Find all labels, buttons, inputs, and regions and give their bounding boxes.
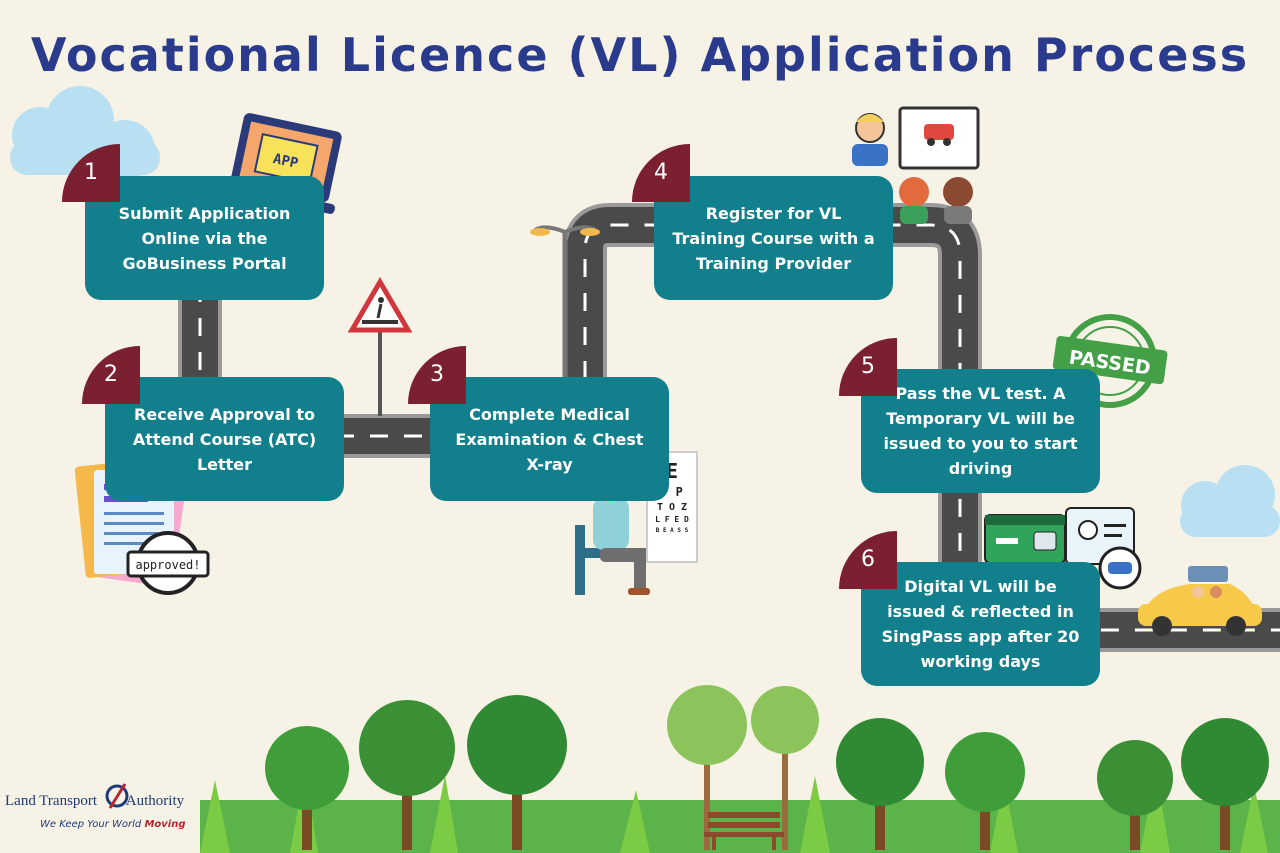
lta-logo-tagline: We Keep Your World Moving — [40, 819, 185, 830]
svg-text:APP: APP — [272, 151, 300, 172]
tree-icon — [836, 718, 924, 850]
step-5-text: Pass the VL test. A Temporary VL will be… — [883, 384, 1078, 478]
lta-tagline-text: We Keep Your World — [40, 819, 142, 830]
step-6-text: Digital VL will be issued & reflected in… — [881, 577, 1080, 671]
park-bench-icon — [704, 812, 784, 850]
step-4-box: Register for VL Training Course with a T… — [654, 176, 893, 300]
tree-icon — [667, 685, 747, 850]
svg-text:T O Z: T O Z — [657, 502, 687, 513]
classroom-instructor-icon — [852, 106, 980, 224]
step-1-box: Submit Application Online via the GoBusi… — [85, 176, 324, 300]
street-lamp-icon — [530, 225, 600, 380]
svg-text:B E A S S: B E A S S — [656, 527, 689, 534]
licence-cards-icon — [984, 507, 1142, 590]
cloud-icon — [1180, 465, 1280, 537]
step-2-text: Receive Approval to Attend Course (ATC) … — [132, 404, 317, 474]
pedestrian-crossing-sign-icon — [347, 277, 413, 416]
tree-icon — [1097, 740, 1173, 850]
tree-icon — [1181, 718, 1269, 850]
lta-logo-name: Land Transport Authority — [5, 793, 184, 810]
step-2-box: Receive Approval to Attend Course (ATC) … — [105, 377, 344, 501]
svg-text:L F E D: L F E D — [655, 515, 689, 524]
step-4-text: Register for VL Training Course with a T… — [672, 203, 875, 273]
lta-logo-name-left: Land Transport — [5, 793, 98, 809]
lta-logo-mark — [105, 783, 129, 809]
tree-icon — [751, 686, 819, 850]
lta-tagline-accent: Moving — [144, 819, 186, 830]
page-title: Vocational Licence (VL) Application Proc… — [30, 28, 1250, 82]
tree-icon — [265, 726, 349, 850]
step-5-box: Pass the VL test. A Temporary VL will be… — [861, 369, 1100, 493]
step-1-text: Submit Application Online via the GoBusi… — [118, 203, 291, 273]
tree-icon — [467, 695, 567, 850]
svg-text:approved!: approved! — [135, 558, 200, 572]
step-3-text: Complete Medical Examination & Chest X-r… — [455, 404, 644, 474]
tree-icon — [945, 732, 1025, 850]
tree-icon — [359, 700, 455, 850]
lta-logo-name-right: Authority — [125, 793, 185, 809]
yellow-car-icon — [1138, 566, 1262, 636]
step-6-box: Digital VL will be issued & reflected in… — [861, 562, 1100, 686]
step-3-box: Complete Medical Examination & Chest X-r… — [430, 377, 669, 501]
